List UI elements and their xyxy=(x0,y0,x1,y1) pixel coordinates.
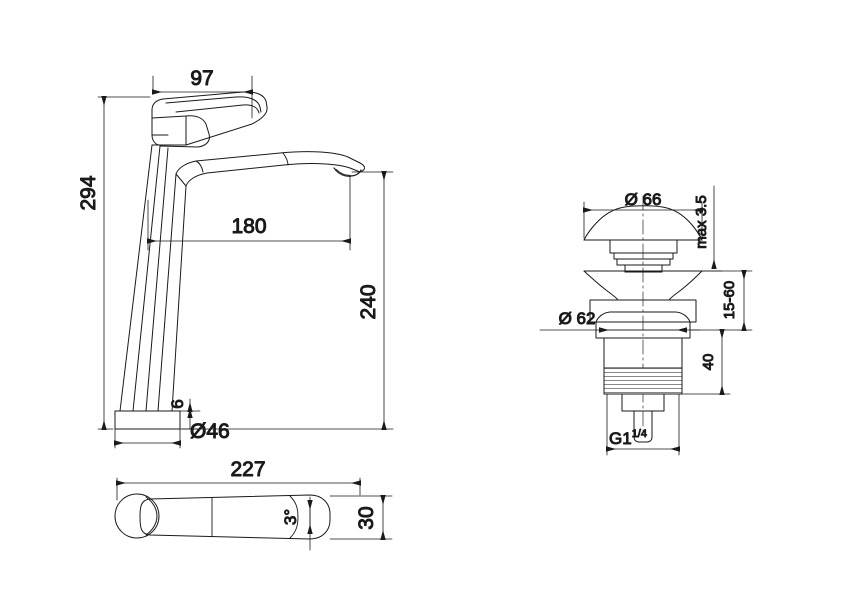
dimension-label-spout-angle: 3° xyxy=(281,509,300,525)
drain-flange-ring xyxy=(595,311,691,339)
dimension-cap-diameter xyxy=(583,201,703,239)
dimension-base-diameter xyxy=(114,428,181,449)
faucet-column xyxy=(119,144,187,412)
thread-size-main: G1 xyxy=(609,429,632,448)
faucet-side-view: 97 294 180 240 xyxy=(77,67,394,449)
faucet-spout xyxy=(175,151,365,187)
drain-thread-section xyxy=(603,367,683,395)
drain-cap-stem xyxy=(609,239,678,273)
faucet-top-base-circle xyxy=(114,493,160,539)
drain-flange-collar xyxy=(589,299,697,323)
dimension-label-top-length: 227 xyxy=(230,458,265,481)
dimension-label-handle-width: 97 xyxy=(190,67,213,90)
dimension-top-length xyxy=(116,477,361,501)
dimension-label-base-height: 6 xyxy=(168,399,187,408)
dimension-label-thread-size: G11/4 xyxy=(609,428,647,448)
faucet-top-body xyxy=(139,494,331,540)
dimension-label-spout-reach: 180 xyxy=(231,215,266,238)
faucet-base-plate xyxy=(114,410,181,430)
dimension-label-thread-length: 40 xyxy=(700,354,717,371)
dimension-base-height xyxy=(179,398,201,430)
dimension-label-spout-height: 240 xyxy=(357,284,380,319)
dimension-total-height xyxy=(97,96,151,430)
dimension-thread-length xyxy=(665,329,731,395)
dimension-label-cap-lift: max 3.5 xyxy=(693,195,710,248)
drain-assembly-view: Ø 66 max 3.5 Ø 62 15-60 xyxy=(539,185,753,456)
dimension-label-total-height: 294 xyxy=(77,175,100,210)
dimension-label-cap-diameter: Ø 66 xyxy=(625,190,662,209)
dimension-spout-height xyxy=(181,171,394,430)
dimension-spout-width xyxy=(329,495,393,540)
dimension-label-base-diameter: Ø46 xyxy=(190,420,230,443)
dimension-spout-reach xyxy=(147,175,351,251)
dimension-label-basin-thickness: 15-60 xyxy=(721,281,738,319)
faucet-handle xyxy=(151,91,268,148)
drain-spigot xyxy=(621,393,665,443)
dimension-handle-width xyxy=(152,75,253,119)
dimension-label-flange-diameter: Ø 62 xyxy=(559,309,596,328)
dimension-label-spout-width: 30 xyxy=(355,506,378,529)
dimension-thread-size xyxy=(606,393,680,456)
thread-size-fraction: 1/4 xyxy=(632,428,647,440)
faucet-top-view: 227 3° 30 xyxy=(114,458,393,551)
